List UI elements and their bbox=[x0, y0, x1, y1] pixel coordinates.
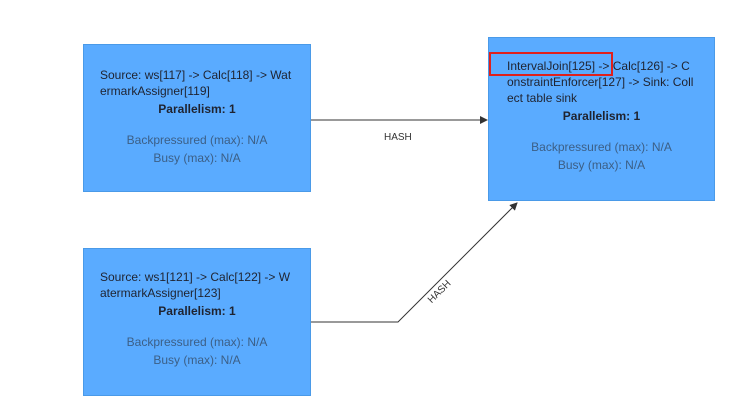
node-parallelism: Parallelism: 1 bbox=[158, 102, 236, 116]
node-name: Source: ws1[121] -> Calc[122] -> Waterma… bbox=[100, 270, 291, 300]
node-busy: Busy (max): N/A bbox=[153, 151, 241, 165]
node-backpressured: Backpressured (max): N/A bbox=[126, 335, 268, 349]
node-name: IntervalJoin[125] -> Calc[126] -> Constr… bbox=[507, 59, 694, 105]
edge-source2-to-join[interactable] bbox=[311, 202, 518, 323]
node-busy: Busy (max): N/A bbox=[153, 353, 241, 367]
highlight-box bbox=[489, 52, 613, 76]
node-backpressured: Backpressured (max): N/A bbox=[126, 133, 268, 147]
node-busy: Busy (max): N/A bbox=[557, 158, 646, 172]
node-parallelism: Parallelism: 1 bbox=[562, 109, 641, 123]
node-backpressured: Backpressured (max): N/A bbox=[531, 140, 672, 154]
edge-label-hash-1: HASH bbox=[384, 132, 412, 143]
operator-node-source-ws1[interactable]: Source: ws1[121] -> Calc[122] -> Waterma… bbox=[83, 248, 311, 396]
node-name: Source: ws[117] -> Calc[118] -> Watermar… bbox=[100, 68, 292, 98]
operator-node-source-ws[interactable]: Source: ws[117] -> Calc[118] -> Watermar… bbox=[83, 44, 311, 192]
node-parallelism: Parallelism: 1 bbox=[158, 304, 236, 318]
operator-node-interval-join[interactable]: IntervalJoin[125] -> Calc[126] -> Constr… bbox=[488, 37, 715, 201]
